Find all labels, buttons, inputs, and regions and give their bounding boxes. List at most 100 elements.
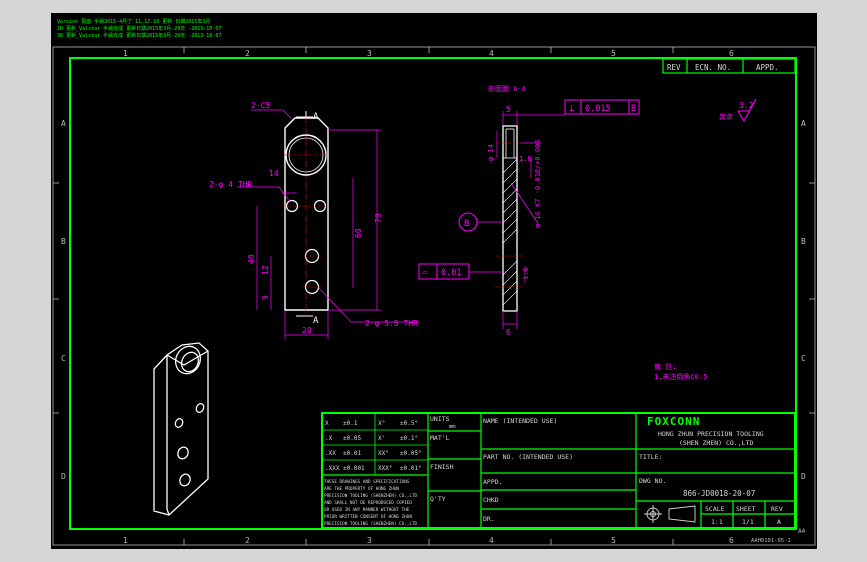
zone-row-b-right: B [801, 237, 806, 246]
dim-length-12: 12 [261, 265, 270, 275]
company-line-1: HONG ZHUN PRECISION TOOLING [658, 430, 764, 438]
header-note-3: 3D 更新_Valstar 手繪完成 更新日期2015年3月-29年 -2013… [57, 32, 221, 39]
section-outline [502, 125, 518, 312]
dim-top-offset: 14 [269, 169, 279, 178]
roughness-label: 其余 [719, 112, 733, 121]
scale-value: 1:1 [711, 518, 723, 526]
rev-header: REV [667, 63, 681, 72]
sheet-size: A4 [798, 528, 806, 535]
zone-row-a-right: A [801, 119, 806, 128]
tol-r3-c3: XX° [378, 450, 389, 457]
zone-col-2-bottom: 2 [245, 536, 250, 545]
appd-label: APPD. [483, 478, 503, 486]
chkd-label: CHKD [483, 496, 499, 504]
mount-hole-upper [304, 248, 320, 264]
tol-r3-c2: ±0.01 [343, 450, 361, 457]
small-holes-callout: 2-φ 4 THR [209, 180, 253, 189]
roughness-value: 3.2 [739, 101, 754, 110]
section-title: 剖面圖 A-A [488, 84, 527, 93]
cad-drawing: Version 頁面 手繪2015-4月了 11.17.10 更新 日期2015… [52, 18, 816, 546]
large-holes-callout: 2-φ 5.5 THR [365, 319, 418, 328]
tol-r2-c4: ±0.1° [400, 435, 418, 442]
zone-ticks [53, 47, 815, 545]
tol-r2-c2: ±0.05 [343, 435, 361, 442]
tol-r2-c1: .X [325, 435, 333, 442]
datum-b-bubble: B [458, 212, 478, 232]
zone-col-4-bottom: 4 [489, 536, 494, 545]
datum-b-letter: B [464, 219, 469, 229]
tol-r4-c1: .XXX [325, 465, 340, 472]
header-note-2: 2D 更新_Valstar 手繪完成 更新日期2015年3月-29年 -2013… [57, 25, 221, 32]
disclaimer-3: PRECISION TOOLING (SHENZHEN) CO.,LTD [324, 493, 418, 499]
form-number: AAH0101-05-1 [751, 538, 791, 544]
zone-row-d: D [61, 472, 66, 481]
title-label: TITLE: [639, 453, 662, 461]
section-mark-top: A [296, 111, 319, 122]
zone-row-b: B [61, 237, 66, 246]
flatness-symbol: ▱ [422, 268, 428, 278]
dim-length-70: 70 [374, 213, 383, 223]
zone-row-d-right: D [801, 472, 806, 481]
matl-label: MAT'L [430, 434, 450, 442]
drawing-sheet: Version 頁面 手繪2015-4月了 11.17.10 更新 日期2015… [51, 13, 817, 549]
sheet-label: SHEET [736, 505, 756, 513]
tol-r4-c2: ±0.001 [343, 465, 365, 472]
dim-width-20: 20 [302, 326, 312, 335]
units-label: UNITS [430, 415, 450, 423]
zone-labels: 1 2 3 4 5 6 1 2 3 4 5 6 A B C D A B C D [61, 49, 806, 545]
section-letter-bottom: A [313, 316, 319, 326]
finish-label: FINISH [430, 463, 454, 471]
company-line-2: (SHEN ZHEN) CO.,LTD [679, 439, 753, 447]
section-dim-6: 6 [506, 328, 511, 337]
rev-label: REV [771, 505, 783, 513]
small-hole-left [285, 199, 299, 213]
isometric-view [153, 342, 209, 516]
tol-r1-c2: ±0.1 [343, 420, 358, 427]
front-view: A A 2-C5 2-φ 4 THR 2-φ 5.5 THR 14 70 [209, 101, 419, 339]
perpendicularity-frame: ⊥ 0.015 B [564, 99, 640, 115]
zone-col-3-bottom: 3 [367, 536, 372, 545]
notes-heading: 備 註: [654, 362, 676, 371]
mount-hole-lower [304, 279, 320, 295]
zone-col-5: 5 [611, 49, 616, 58]
zone-col-5-bottom: 5 [611, 536, 616, 545]
zone-col-1: 1 [123, 49, 128, 58]
zone-col-3: 3 [367, 49, 372, 58]
outer-frame [52, 46, 816, 546]
general-notes: 備 註: 1.未注倒角C0.5 [654, 362, 707, 381]
dim-length-9: 9 [261, 295, 270, 300]
appd-header: APPD. [756, 63, 779, 72]
tol-r1-c3: X° [378, 420, 385, 427]
zone-col-4: 4 [489, 49, 494, 58]
disclaimer-4: AND SHALL NOT BE REPRODUCED COPIED [324, 500, 412, 506]
company-block: FOXCONN HONG ZHUN PRECISION TOOLING (SHE… [647, 415, 764, 447]
header-note-1: Version 頁面 手繪2015-4月了 11.17.10 更新 日期2015… [57, 18, 210, 25]
notes-line-1: 1.未注倒角C0.5 [654, 372, 707, 381]
dr-label: DR. [483, 515, 495, 523]
title-block: X ±0.1 X° ±0.5° .X ±0.05 X' ±0.1° .XX ±0… [321, 412, 796, 529]
tol-r2-c3: X' [378, 435, 385, 442]
section-dim-14: φ 14 [487, 144, 495, 161]
zone-row-a: A [61, 119, 66, 128]
section-dim-5: 5 [506, 105, 511, 114]
tol-r3-c1: .XX [325, 450, 336, 457]
section-dim-1-6: 1.6 [519, 155, 532, 163]
zone-col-6-bottom: 6 [729, 536, 734, 545]
dim-length-60: 60 [354, 228, 363, 238]
plate-outline [284, 117, 329, 311]
tol-r1-c4: ±0.5° [400, 420, 418, 427]
projection-symbol [644, 505, 696, 523]
tol-r4-c4: ±0.01° [400, 465, 422, 472]
partno-label: PART NO. (INTENDED USE) [483, 453, 573, 461]
qty-label: Q'TY [430, 495, 446, 503]
disclaimer-5: OR USED IN ANY MANNER WITHOUT THE [324, 507, 410, 513]
dim-length-40: 40 [247, 254, 256, 264]
section-letter-top: A [313, 112, 319, 122]
header-notes: Version 頁面 手繪2015-4月了 11.17.10 更新 日期2015… [57, 18, 221, 39]
section-view: 剖面圖 A-A [418, 84, 640, 337]
zone-row-c: C [61, 354, 66, 363]
sheet-value: 1/1 [742, 518, 754, 526]
ecn-header: ECN. NO. [695, 63, 731, 72]
tol-r3-c4: ±0.05° [400, 450, 422, 457]
flatness-frame: ▱ 0.01 [418, 263, 470, 280]
